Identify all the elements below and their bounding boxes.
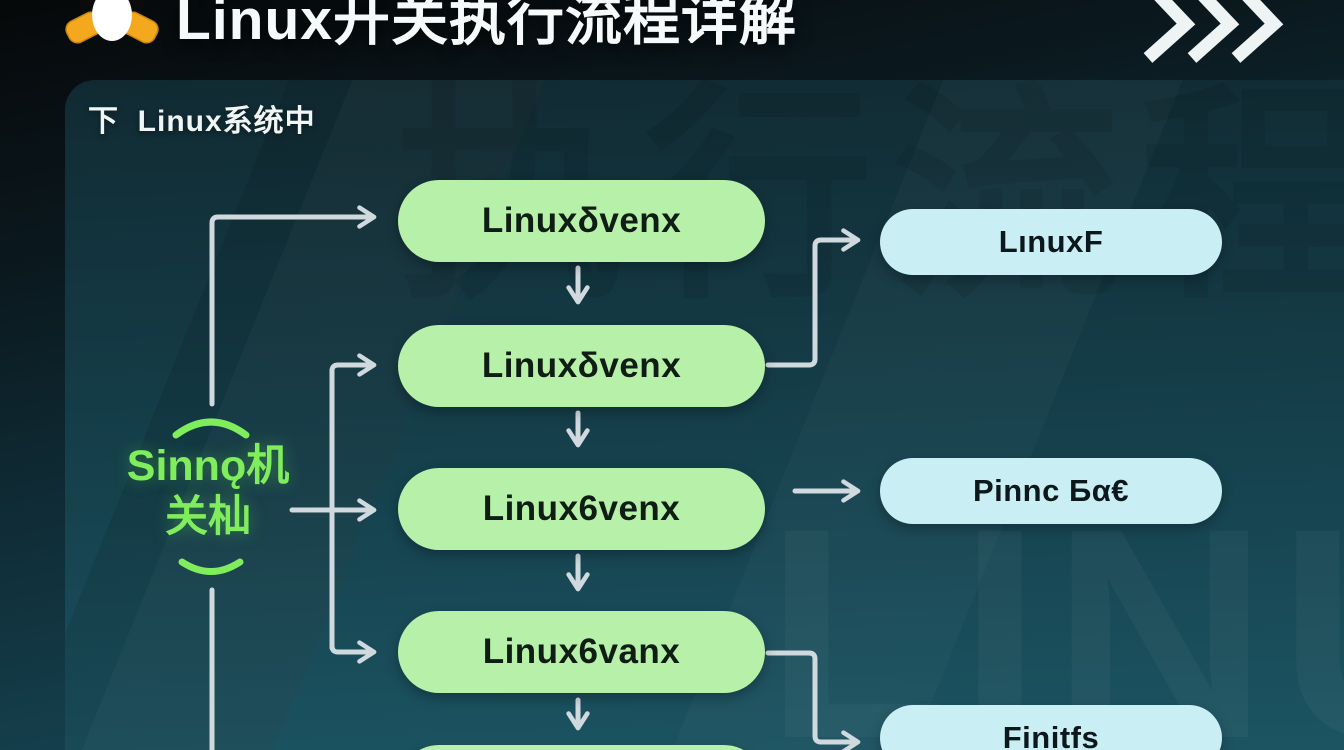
flow-step-label: Linuxδvenx <box>481 201 682 240</box>
tux-penguin-icon <box>65 0 159 44</box>
page-title: Linux开关执行流程详解 <box>176 0 797 52</box>
flow-result-node-3: Finitfs <box>880 705 1222 750</box>
flow-step-node-1: Linuxδvenx <box>398 180 765 262</box>
flow-result-node-2: Pinnc Бα€ <box>880 458 1222 524</box>
triple-chevron-right-icon <box>1143 0 1284 63</box>
flow-result-label: Pinnc Бα€ <box>972 473 1130 508</box>
flow-source-label: Sinnǫ机 关杣 <box>105 441 311 543</box>
page-header: Linux开关执行流程详解 <box>62 0 797 58</box>
flow-source-label-line1: Sinnǫ机 <box>126 442 290 490</box>
flow-step-label: Linux6vanx <box>482 632 681 671</box>
panel-heading: 下 Linux系统中 <box>88 105 316 138</box>
flow-step-node-5 <box>398 745 765 750</box>
flow-step-node-4: Linux6vanx <box>398 611 765 693</box>
flow-result-node-1: LınuxF <box>880 209 1222 275</box>
flow-step-node-3: Linux6venx <box>398 468 765 550</box>
flow-step-node-2: Linuxδvenx <box>398 325 765 407</box>
flow-source-label-line2: 关杣 <box>165 493 251 541</box>
flow-result-label: Finitfs <box>1002 720 1100 750</box>
flow-result-label: LınuxF <box>998 224 1104 259</box>
flow-step-label: Linux6venx <box>482 489 681 528</box>
flow-step-label: Linuxδvenx <box>481 346 682 385</box>
